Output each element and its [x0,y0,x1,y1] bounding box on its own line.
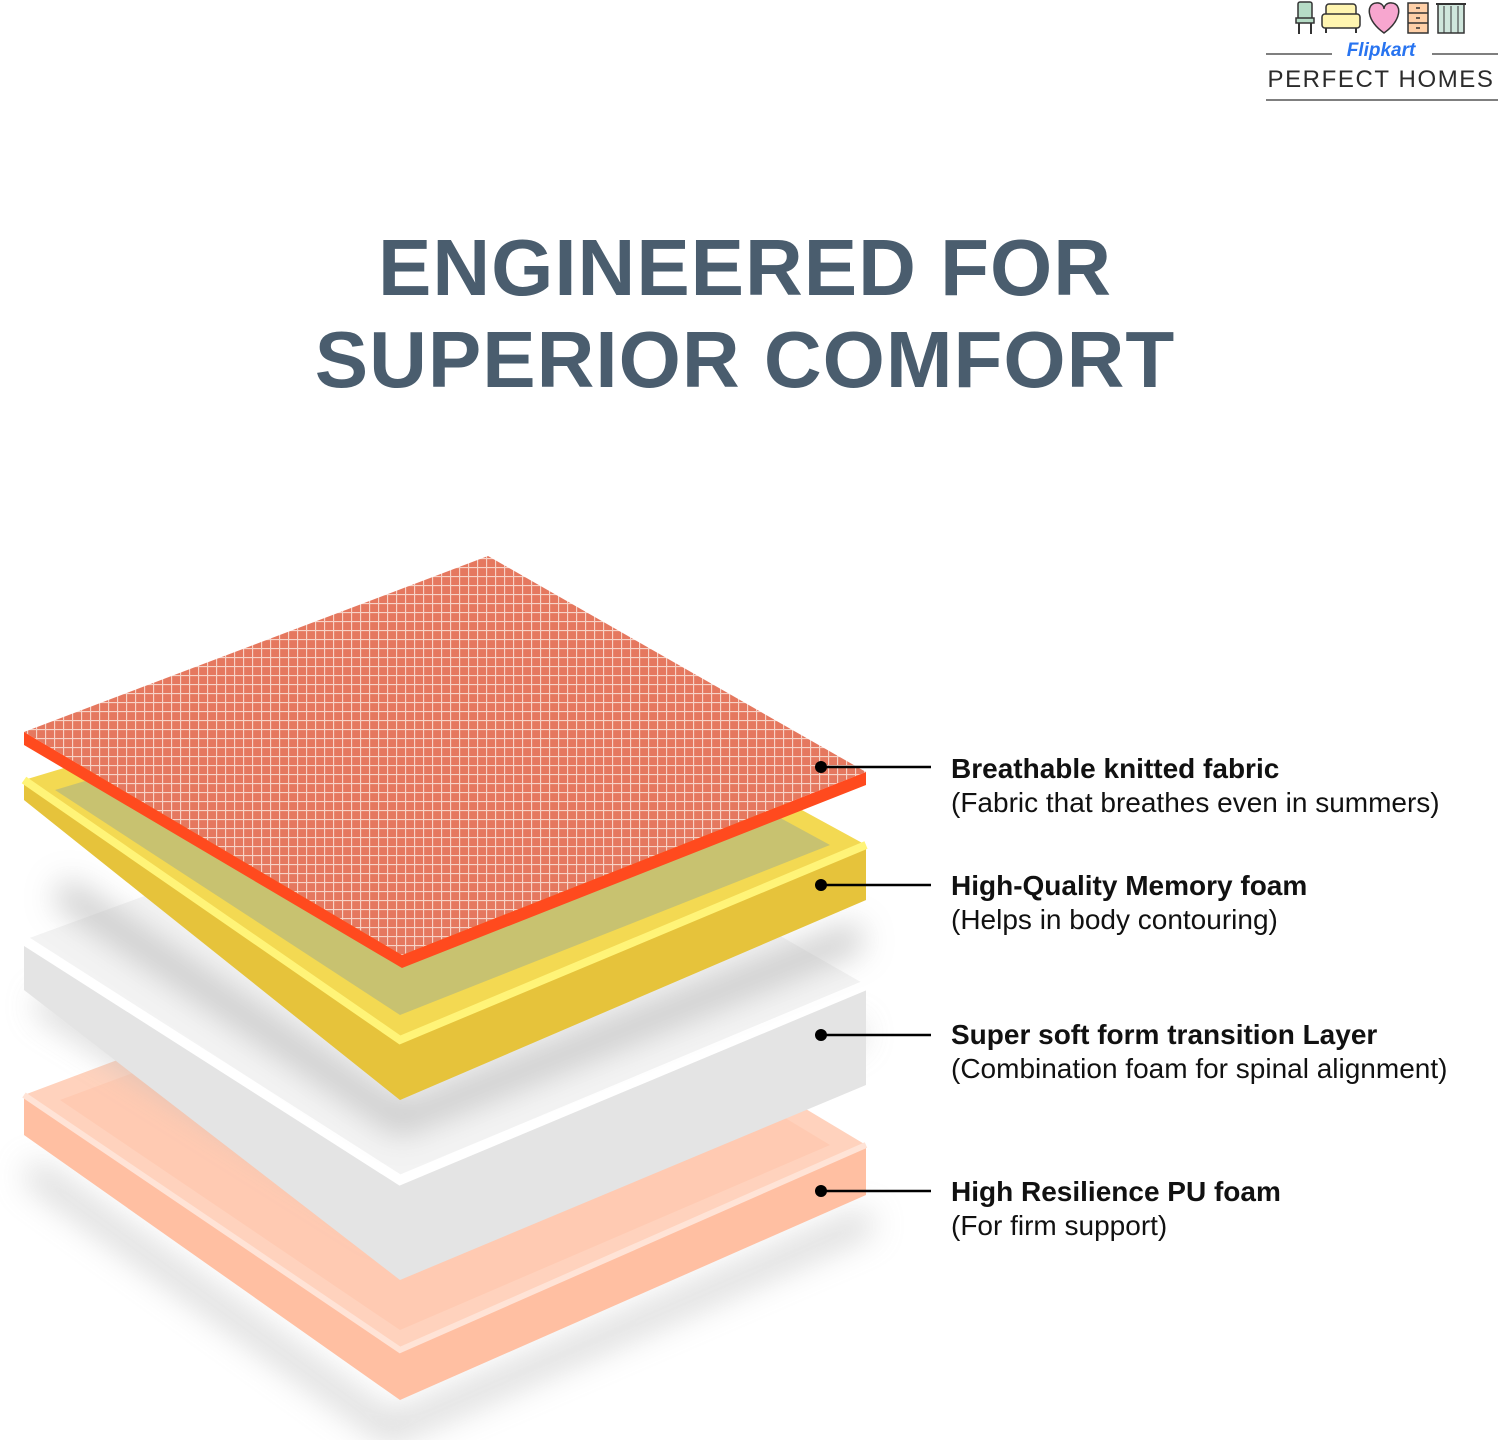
callout-title: Super soft form transition Layer [951,1019,1378,1050]
curtain-icon [1436,3,1466,34]
callout-memory-foam: High-Quality Memory foam (Helps in body … [951,869,1307,937]
chair-icon [1295,1,1315,34]
logo-graphic [1266,1,1498,101]
mattress-layers-illustration [21,556,931,1440]
callout-transition-layer: Super soft form transition Layer (Combin… [951,1018,1447,1086]
callout-description: (For firm support) [951,1210,1168,1241]
knitted-fabric-layer [24,556,866,968]
headline-line-1: ENGINEERED FOR [377,223,1113,312]
flipkart-perfect-homes-logo: Flipkart PERFECT HOMES [1262,0,1500,104]
callout-knitted-fabric: Breathable knitted fabric (Fabric that b… [951,752,1440,820]
sofa-icon [1321,3,1361,33]
callout-title: Breathable knitted fabric [951,753,1280,784]
callout-title: High Resilience PU foam [951,1176,1281,1207]
callout-leaders [815,761,931,1197]
cabinet-icon [1407,2,1429,34]
callout-description: (Combination foam for spinal alignment) [951,1053,1448,1084]
headline-line-2: SUPERIOR COMFORT [314,315,1176,404]
logo-brand-text: Flipkart [1346,40,1416,61]
callout-description: (Fabric that breathes even in summers) [951,787,1440,818]
callout-description: (Helps in body contouring) [951,904,1278,935]
logo-subtitle: PERFECT HOMES [1267,66,1495,93]
page-headline: ENGINEERED FOR SUPERIOR COMFORT [0,222,1490,406]
callout-title: High-Quality Memory foam [951,870,1308,901]
memory-foam-shadow [52,879,865,1135]
heart-icon [1368,2,1400,34]
callout-pu-foam: High Resilience PU foam (For firm suppor… [951,1175,1281,1243]
